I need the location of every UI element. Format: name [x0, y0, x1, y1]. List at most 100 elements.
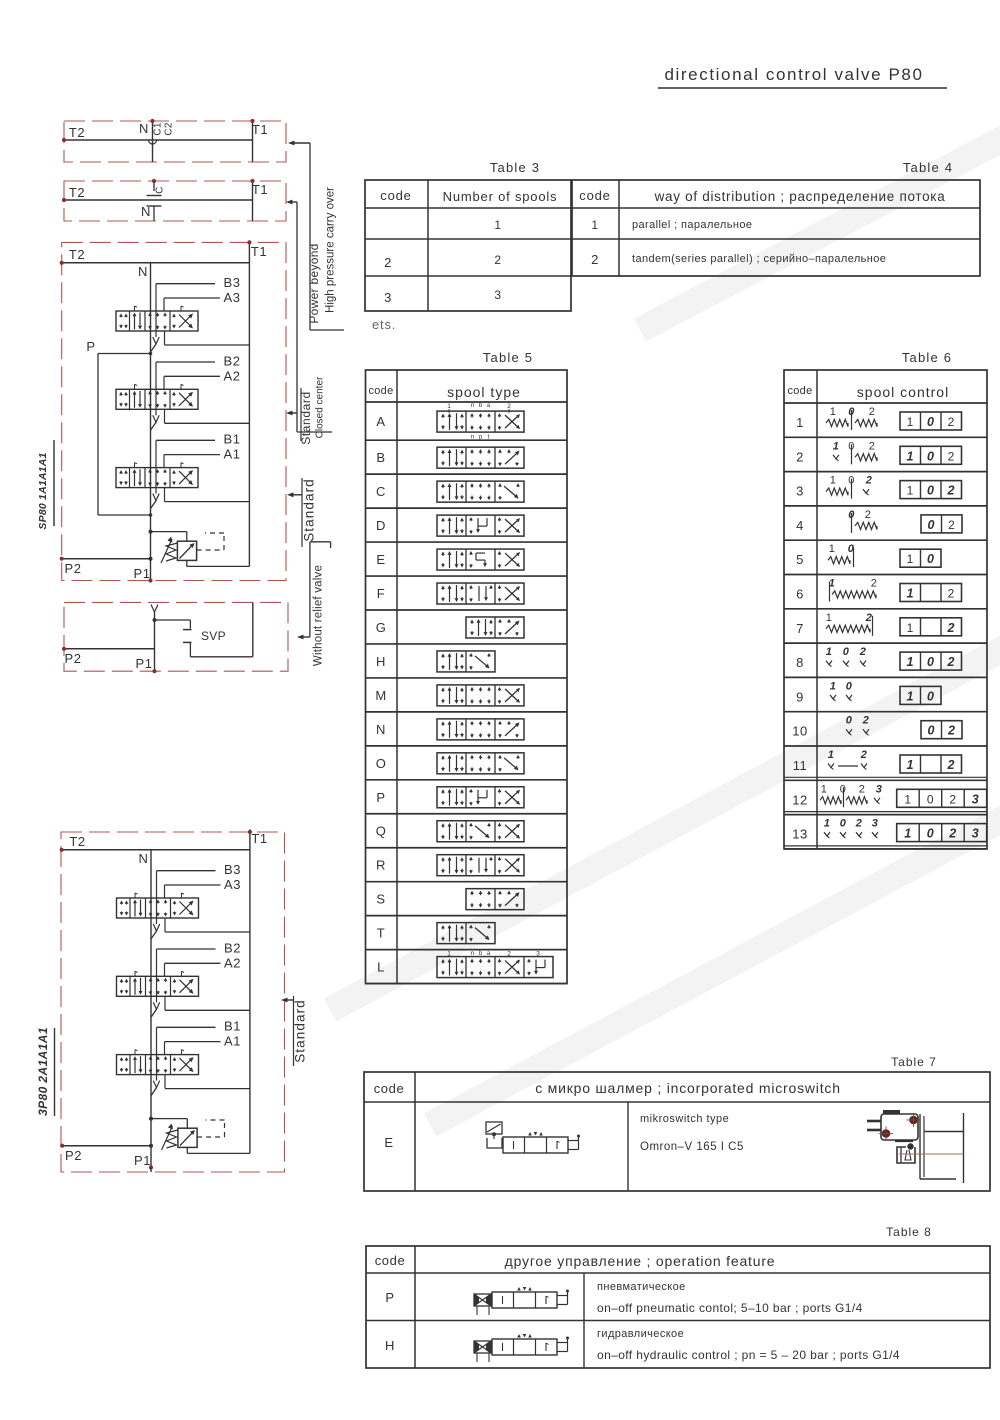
svg-text:1: 1: [907, 552, 914, 566]
svg-text:2: 2: [859, 783, 866, 795]
svg-text:Q: Q: [376, 824, 387, 839]
svg-text:0: 0: [927, 552, 934, 566]
svg-text:1: 1: [447, 403, 451, 410]
svg-text:1: 1: [829, 578, 836, 590]
svg-text:T2: T2: [69, 247, 85, 262]
svg-text:Standard: Standard: [302, 478, 317, 542]
svg-text:2: 2: [947, 484, 955, 498]
svg-text:2: 2: [796, 449, 804, 464]
svg-text:code: code: [380, 188, 411, 203]
svg-text:2: 2: [384, 255, 392, 270]
svg-text:A1: A1: [224, 447, 241, 462]
svg-text:Standard: Standard: [293, 999, 308, 1063]
svg-text:7: 7: [796, 621, 804, 636]
svg-text:ets.: ets.: [372, 317, 396, 332]
svg-text:T1: T1: [252, 182, 268, 197]
svg-text:N: N: [141, 204, 151, 219]
svg-text:Table 3: Table 3: [490, 160, 540, 175]
svg-text:2: 2: [947, 655, 955, 669]
svg-text:0: 0: [928, 518, 935, 532]
svg-text:L: L: [377, 960, 385, 975]
svg-text:1: 1: [826, 612, 833, 624]
svg-text:13: 13: [792, 827, 807, 842]
svg-text:0: 0: [927, 689, 934, 703]
svg-text:a: a: [487, 951, 491, 957]
svg-text:0: 0: [846, 715, 853, 727]
svg-text:B3: B3: [224, 862, 241, 877]
svg-text:2: 2: [948, 827, 956, 841]
svg-text:8: 8: [796, 655, 804, 670]
svg-text:S: S: [376, 892, 385, 907]
svg-text:1: 1: [824, 818, 831, 830]
svg-text:T1: T1: [251, 831, 267, 846]
svg-text:2: 2: [947, 724, 955, 738]
svg-text:P2: P2: [65, 561, 82, 576]
svg-text:Table 6: Table 6: [902, 350, 952, 365]
svg-text:3: 3: [972, 792, 979, 806]
svg-text:R: R: [376, 858, 386, 873]
svg-text:1: 1: [907, 587, 914, 601]
svg-text:2: 2: [591, 252, 599, 267]
svg-text:n: n: [471, 951, 475, 957]
svg-text:P: P: [376, 790, 385, 805]
svg-text:Table 5: Table 5: [483, 350, 533, 365]
svg-text:Table 8: Table 8: [886, 1225, 932, 1239]
svg-text:spool control: spool control: [857, 384, 949, 400]
svg-text:2: 2: [865, 612, 873, 624]
svg-text:O: O: [376, 756, 387, 771]
svg-text:mikroswitch type: mikroswitch type: [640, 1113, 729, 1125]
svg-text:1: 1: [907, 449, 914, 463]
svg-text:0: 0: [843, 646, 850, 658]
svg-text:пневматическое: пневматическое: [597, 1281, 686, 1293]
svg-text:2: 2: [859, 646, 867, 658]
svg-text:T1: T1: [251, 244, 267, 259]
svg-text:2: 2: [865, 475, 873, 487]
svg-text:E: E: [384, 1135, 393, 1150]
svg-text:B3: B3: [224, 275, 241, 290]
svg-text:1: 1: [833, 440, 840, 452]
svg-text:SVP: SVP: [201, 629, 226, 643]
svg-text:3: 3: [384, 290, 392, 305]
svg-text:A2: A2: [224, 955, 241, 970]
svg-text:T2: T2: [69, 185, 85, 200]
svg-text:2: 2: [494, 253, 501, 267]
svg-text:3: 3: [494, 288, 501, 302]
svg-text:0: 0: [840, 818, 847, 830]
svg-text:2: 2: [948, 518, 955, 532]
svg-text:3: 3: [536, 951, 540, 958]
svg-text:2: 2: [947, 621, 955, 635]
svg-text:Table 7: Table 7: [891, 1055, 937, 1069]
svg-text:12: 12: [792, 792, 807, 807]
svg-text:2: 2: [947, 758, 955, 772]
svg-text:2: 2: [507, 403, 511, 410]
svg-text:0: 0: [927, 792, 934, 806]
svg-text:2: 2: [949, 792, 956, 806]
svg-text:4: 4: [796, 518, 804, 533]
svg-text:code: code: [579, 188, 610, 203]
svg-text:Number of spools: Number of spools: [443, 189, 558, 204]
svg-text:P: P: [86, 339, 95, 354]
svg-text:2: 2: [865, 509, 872, 521]
svg-text:H: H: [385, 1338, 395, 1353]
svg-text:2: 2: [855, 818, 863, 830]
svg-text:code: code: [374, 1081, 405, 1096]
svg-text:1: 1: [904, 827, 911, 841]
svg-text:A: A: [376, 414, 385, 429]
svg-text:E: E: [376, 552, 385, 567]
svg-text:High pressure carry over: High pressure carry over: [325, 187, 337, 313]
svg-text:Without relief valve: Without relief valve: [313, 565, 325, 666]
svg-text:2: 2: [948, 415, 955, 429]
svg-text:C1: C1: [153, 122, 164, 135]
svg-text:T1: T1: [252, 122, 268, 137]
svg-text:Table 4: Table 4: [903, 160, 953, 175]
svg-text:6: 6: [796, 587, 804, 602]
svg-text:P2: P2: [65, 651, 82, 666]
svg-text:1: 1: [907, 758, 914, 772]
svg-text:C2: C2: [164, 122, 175, 135]
svg-text:N: N: [376, 722, 386, 737]
svg-text:10: 10: [792, 724, 807, 739]
svg-text:t: t: [488, 435, 491, 441]
svg-text:0: 0: [927, 655, 934, 669]
svg-text:11: 11: [793, 758, 808, 773]
svg-text:P1: P1: [136, 656, 153, 671]
